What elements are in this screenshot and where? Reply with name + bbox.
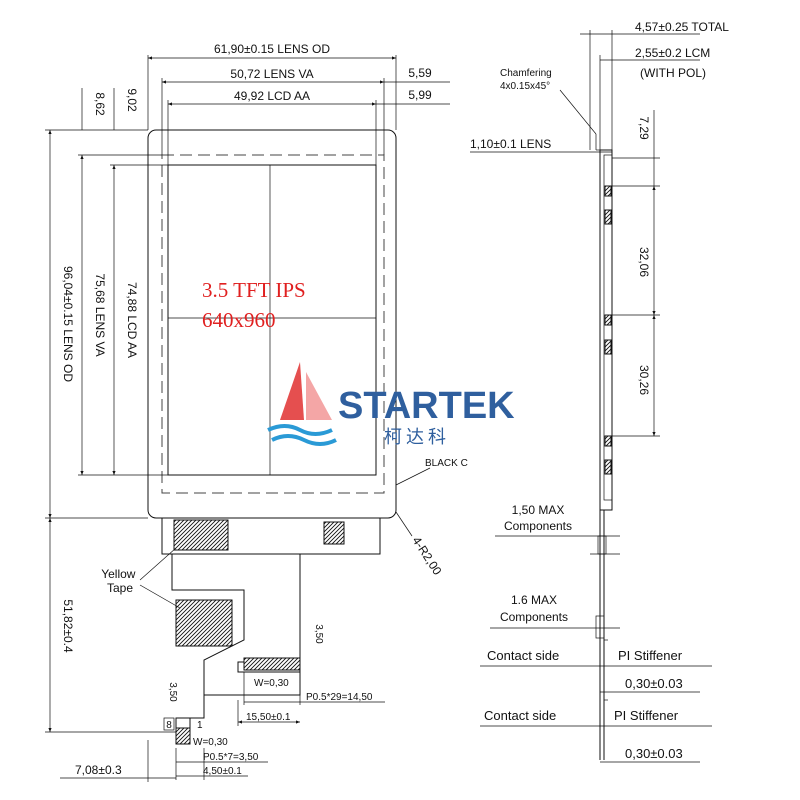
width-450-label: 4,50±0.1 xyxy=(203,766,242,777)
startek-logo: STARTEK 柯达科 xyxy=(267,362,515,447)
dim-729-label: 7,29 xyxy=(637,116,651,140)
corner-radius-label: 4-R2,00 xyxy=(409,534,444,578)
panel-title: 3.5 TFT IPS xyxy=(202,278,306,302)
lens-va-height-label: 75,68 LENS VA xyxy=(93,273,107,356)
lcm-pol-label: (WITH POL) xyxy=(640,66,706,80)
dim-350-b: 3,50 xyxy=(167,682,178,702)
lens-outline xyxy=(147,129,397,519)
thickness-b: 0,30±0.03 xyxy=(625,746,683,761)
logo-sail-icon xyxy=(280,362,304,420)
width-030-a: W=0,30 xyxy=(254,678,289,689)
dim-3026-label: 30,26 xyxy=(637,365,651,395)
dim-350-a: 3,50 xyxy=(313,624,324,644)
pi-stiffener-b: PI Stiffener xyxy=(614,708,679,723)
lens-thickness-label: 1,10±0.1 LENS xyxy=(470,137,551,151)
yellow-tape-label: Yellow Tape xyxy=(101,567,139,595)
contact-side-a: Contact side xyxy=(487,648,559,663)
components2-max: 1.6 MAX xyxy=(511,593,557,607)
pin-8-label: 8 xyxy=(166,720,172,731)
offset-right-1: 5,59 xyxy=(408,66,432,80)
offset-top-2: 9,02 xyxy=(125,88,139,112)
front-view: 61,90±0.15 LENS OD 50,72 LENS VA 49,92 L… xyxy=(45,42,515,782)
components1-label: Components xyxy=(504,519,572,533)
total-thickness-label: 4,57±0.25 TOTAL xyxy=(635,20,729,34)
pitch-29-label: P0.5*29=14,50 xyxy=(306,692,373,703)
component-block xyxy=(323,521,345,545)
lcd-aa-outline xyxy=(167,164,377,476)
fpc-height-label: 51,82±0.4 xyxy=(61,599,75,653)
components2-label: Components xyxy=(500,610,568,624)
lcd-aa-height-label: 74,88 LCD AA xyxy=(125,282,139,358)
logo-text: STARTEK xyxy=(338,385,515,427)
pi-stiffener-a: PI Stiffener xyxy=(618,648,683,663)
dim-3206-label: 32,06 xyxy=(637,247,651,277)
pin-1-label: 1 xyxy=(197,720,203,731)
lens-va-outline xyxy=(161,154,385,494)
pitch-7-label: P0.5*7=3,50 xyxy=(203,752,259,763)
offset-right-2: 5,99 xyxy=(408,88,432,102)
logo-chinese: 柯达科 xyxy=(384,427,450,447)
offset-top-1: 8,62 xyxy=(93,92,107,116)
components1-max: 1,50 MAX xyxy=(512,503,565,517)
black-c-label: BLACK C xyxy=(425,458,468,469)
width-708-label: 7,08±0.3 xyxy=(75,763,122,777)
side-view: 4,57±0.25 TOTAL 2,55±0.2 LCM (WITH POL) … xyxy=(470,20,729,763)
side-body xyxy=(599,149,613,511)
fpc-contacts-small xyxy=(175,727,191,745)
width-030-b: W=0,30 xyxy=(193,737,228,748)
yellow-tape-block-2 xyxy=(175,599,233,647)
width-1550-label: 15,50±0.1 xyxy=(246,712,291,723)
fpc-contacts-main xyxy=(243,657,301,671)
panel-resolution: 640x960 xyxy=(202,308,276,332)
lens-od-height-label: 96,04±0.15 LENS OD xyxy=(61,266,75,382)
lcd-aa-width-label: 49,92 LCD AA xyxy=(234,89,310,103)
lens-va-width-label: 50,72 LENS VA xyxy=(230,67,313,81)
chamfer-label-1: Chamfering xyxy=(500,68,552,79)
lens-od-width-label: 61,90±0.15 LENS OD xyxy=(214,42,330,56)
yellow-tape-block-1 xyxy=(173,519,229,551)
chamfer-label-2: 4x0.15x45° xyxy=(500,81,550,92)
lcm-thickness-label: 2,55±0.2 LCM xyxy=(635,46,710,60)
contact-side-b: Contact side xyxy=(484,708,556,723)
thickness-a: 0,30±0.03 xyxy=(625,676,683,691)
